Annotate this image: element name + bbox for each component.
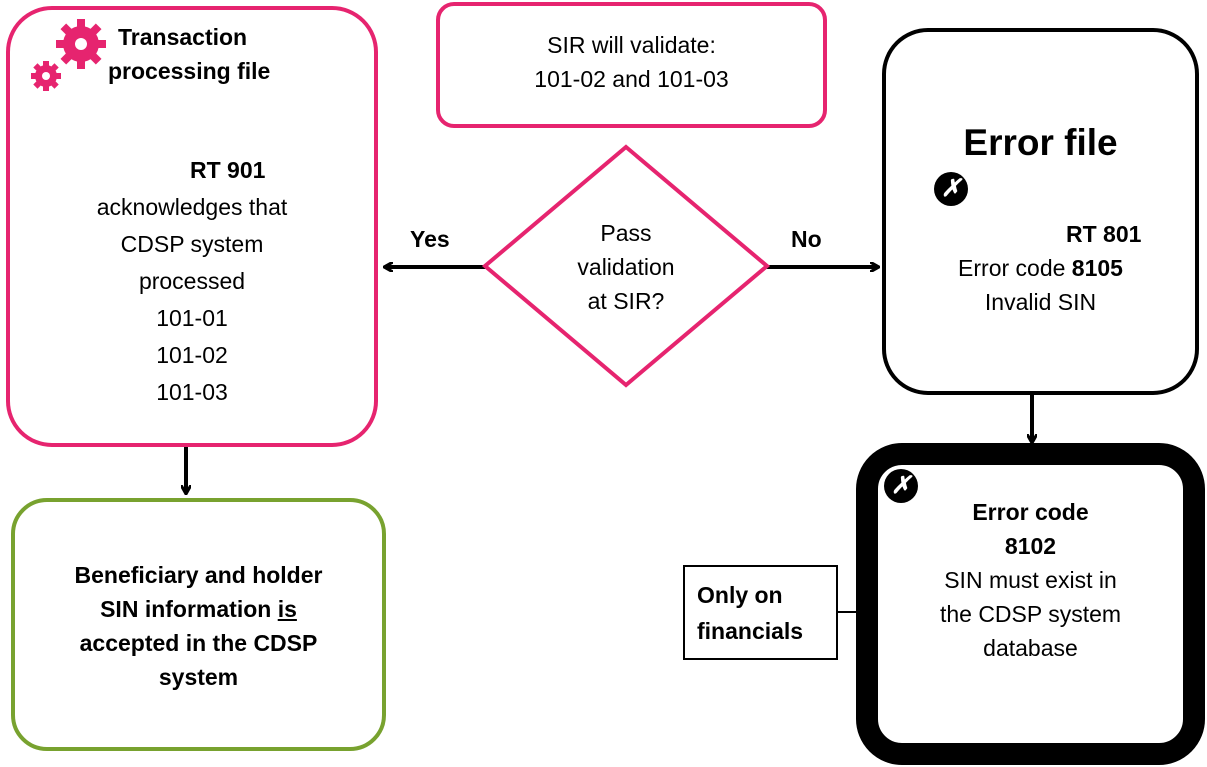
error-code: 8105 <box>1071 255 1123 281</box>
transaction-title-line2: processing file <box>108 58 271 84</box>
accepted-box: Beneficiary and holder SIN information i… <box>11 498 386 751</box>
transaction-box: Transaction processing file RT 901 ackno… <box>6 6 378 447</box>
accepted-line2: SIN information is <box>15 592 382 626</box>
gears-icon <box>31 19 106 91</box>
decision-line3: at SIR? <box>587 288 665 314</box>
decision-diamond <box>481 144 771 388</box>
transaction-line: CDSP system <box>120 231 264 257</box>
financials-line2: financials <box>697 618 804 644</box>
error-rt: RT 801 <box>1066 221 1142 247</box>
error-file-title: Error file <box>963 122 1118 163</box>
accepted-line1: Beneficiary and holder <box>74 562 323 588</box>
transaction-line: 101-01 <box>156 305 228 331</box>
accepted-line4: system <box>158 664 239 690</box>
transaction-line: 101-03 <box>156 379 228 405</box>
transaction-rt: RT 901 <box>190 157 266 183</box>
validate-box: SIR will validate: 101-02 and 101-03 <box>436 2 827 128</box>
transaction-line: processed <box>138 268 246 294</box>
validate-line2: 101-02 and 101-03 <box>534 66 729 92</box>
error-desc: Invalid SIN <box>984 289 1097 315</box>
decision-label: Pass validation at SIR? <box>540 216 712 318</box>
financials-note: Only on financials <box>683 565 838 660</box>
error-8102-box: ✗ Error code 8102 SIN must exist in the … <box>856 443 1205 765</box>
financials-line1: Only on <box>697 582 783 608</box>
transaction-line: 101-02 <box>156 342 228 368</box>
x-icon: ✗ <box>884 469 918 503</box>
error2-title-line2: 8102 <box>1004 533 1057 559</box>
x-icon: ✗ <box>934 172 968 206</box>
transaction-line: acknowledges that <box>96 194 288 220</box>
error-code-line: Error code 8105 <box>886 251 1195 285</box>
no-label: No <box>791 226 822 252</box>
error-file-box: Error file ✗ RT 801 Error code 8105 Inva… <box>882 28 1199 395</box>
error2-title-line1: Error code <box>972 499 1089 525</box>
accepted-line2-pre: SIN information <box>100 596 278 622</box>
error2-line: SIN must exist in <box>944 567 1117 593</box>
decision-line2: validation <box>577 254 675 280</box>
accepted-line3: accepted in the CDSP <box>79 630 318 656</box>
error2-line: database <box>983 635 1078 661</box>
accepted-line2-underlined: is <box>277 596 297 622</box>
validate-line1: SIR will validate: <box>547 32 716 58</box>
error2-line: the CDSP system <box>939 601 1122 627</box>
decision-line1: Pass <box>600 220 652 246</box>
error-code-pre: Error code <box>958 255 1072 281</box>
yes-label: Yes <box>410 226 450 252</box>
transaction-title-line1: Transaction <box>118 24 248 50</box>
